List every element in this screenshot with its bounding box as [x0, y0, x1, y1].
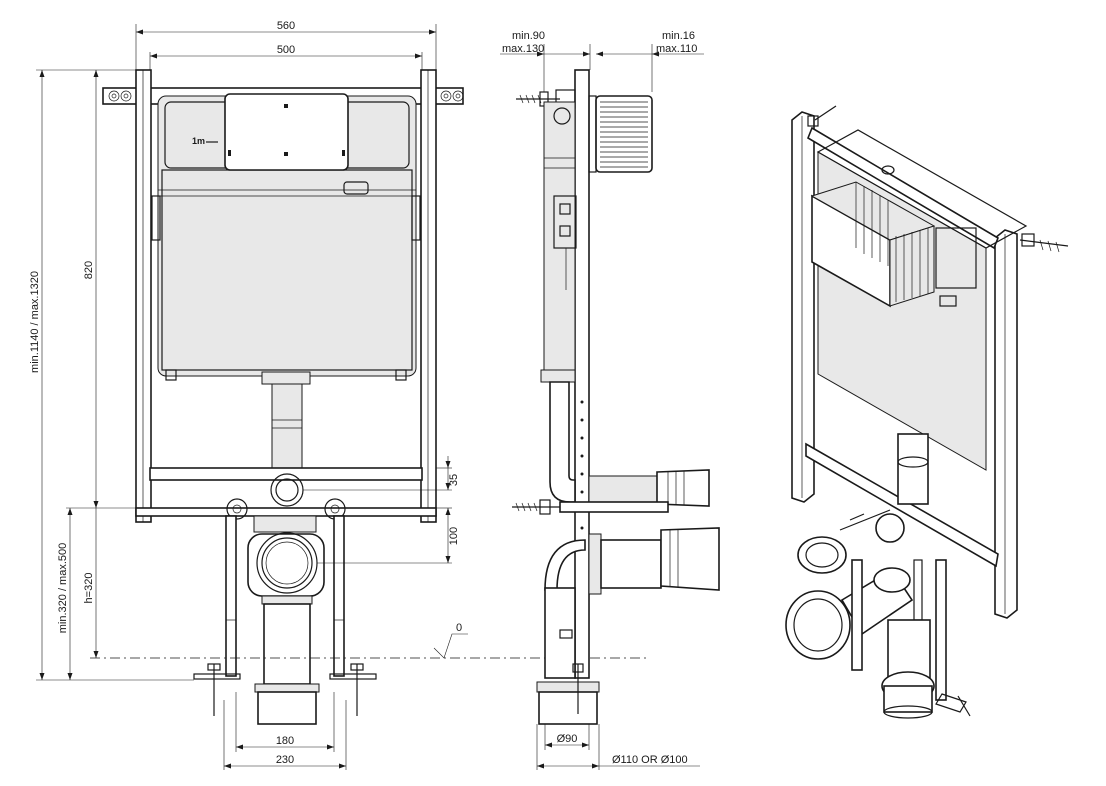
side-flush-plate: [595, 95, 653, 173]
dim-outlet-label: Ø110 OR Ø100: [612, 754, 688, 766]
floor-zero-label: 0: [456, 622, 462, 634]
front-view: 560 500: [29, 20, 650, 770]
isometric-view: [785, 105, 1069, 719]
dim-floor-range-label: min.320 / max.500: [57, 543, 69, 634]
dim-500: 500: [149, 44, 423, 70]
right-post: [420, 69, 437, 523]
dim-230-label: 230: [276, 754, 294, 766]
flush-plate-frame: [224, 93, 349, 171]
dim-100-label: 100: [448, 527, 460, 545]
dim-820-label: 820: [83, 261, 95, 279]
iso-right-leg: [935, 559, 947, 701]
right-leg: [333, 515, 345, 677]
left-leg: [225, 515, 237, 677]
cistern-side: [543, 101, 576, 381]
dim-wall-min-label: min.90: [512, 30, 545, 42]
iso-left-leg: [851, 559, 863, 671]
waste-connector: [247, 533, 325, 597]
dim-plate-min-label: min.16: [662, 30, 695, 42]
dim-h-label: h=320: [83, 573, 95, 604]
dim-wall-max-label: max.130: [502, 43, 544, 55]
left-post: [135, 69, 152, 523]
dim-560-label: 560: [277, 20, 295, 32]
dim-180-label: 180: [276, 735, 294, 747]
iso-flush-pipe: [897, 433, 929, 505]
dim-diam90-label: Ø90: [557, 733, 578, 745]
dim-35-label: 35: [448, 474, 460, 486]
side-view: min.90 max.130 min.16 max.110: [500, 30, 720, 770]
side-post: [574, 69, 590, 679]
iso-right-post: [994, 229, 1018, 619]
cistern-badge: 1m: [192, 136, 205, 146]
dim-500-label: 500: [277, 44, 295, 56]
dim-total-height-label: min.1140 / max.1320: [29, 271, 41, 373]
iso-waste-connector: [785, 590, 851, 660]
dim-plate-max-label: max.110: [656, 43, 697, 55]
iso-left-post: [791, 111, 815, 503]
